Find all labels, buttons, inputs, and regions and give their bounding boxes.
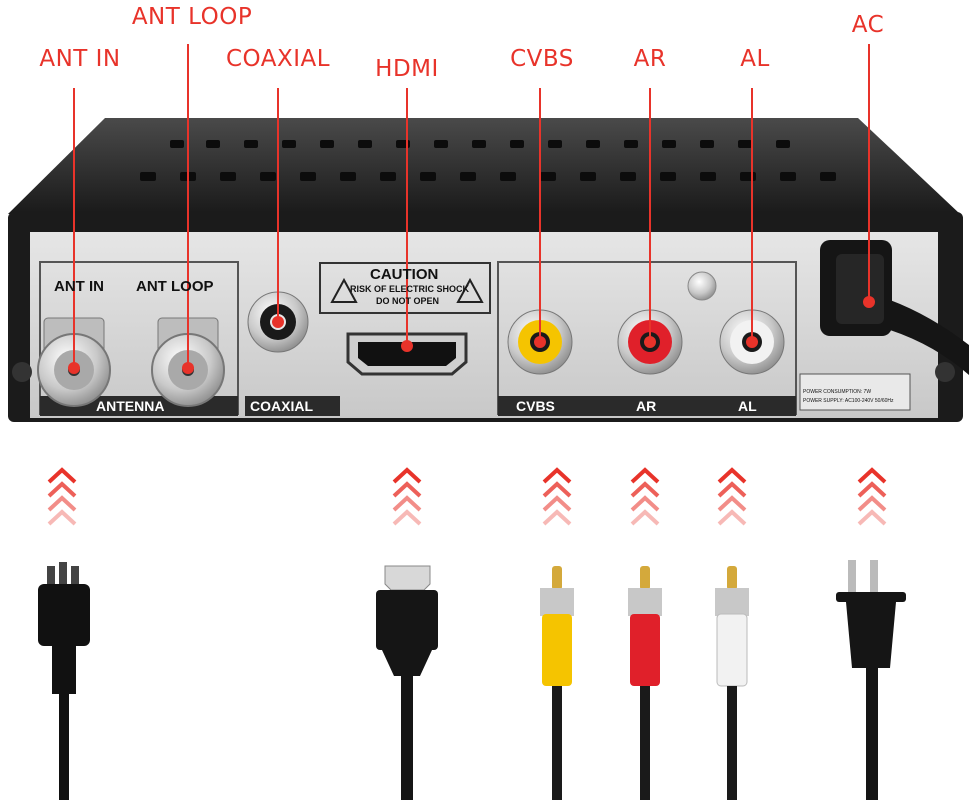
hdmi-dot: [401, 340, 413, 352]
chevron: [630, 495, 660, 512]
arrow-up-icon-ar: [630, 467, 660, 526]
chevron: [47, 509, 77, 526]
chevron: [392, 495, 422, 512]
chevron: [717, 467, 747, 484]
arrow-up-icon-ac: [857, 467, 887, 526]
chevron: [542, 509, 572, 526]
vent-slots: [140, 140, 836, 181]
caution-warning-icon: [330, 277, 358, 303]
power-spec-line-2: POWER SUPPLY: AC100-240V 50/60Hz: [803, 398, 894, 404]
ac-plug-icon: [836, 560, 906, 800]
ar-dot: [644, 336, 656, 348]
chevron: [47, 467, 77, 484]
panel-label-ant-in: ANT IN: [54, 278, 104, 295]
cvbs-dot: [534, 336, 546, 348]
caution-box: [319, 262, 491, 314]
callout-cvbs: CVBS: [510, 46, 574, 72]
callout-al: AL: [740, 46, 770, 72]
chevron: [542, 495, 572, 512]
chevron: [857, 467, 887, 484]
al-leader: [751, 88, 753, 342]
caution-exclaim-icon: [456, 277, 484, 303]
chevron: [392, 509, 422, 526]
power-cord-icon: [820, 240, 969, 375]
chevron: [857, 495, 887, 512]
chevron: [542, 481, 572, 498]
av-tag: [498, 396, 796, 416]
coaxial-tag: [245, 396, 340, 416]
chevron: [630, 467, 660, 484]
ant-loop-leader: [187, 44, 189, 368]
hdmi-plug-icon: [376, 565, 438, 800]
chevron: [717, 481, 747, 498]
ac-dot: [863, 296, 875, 308]
arrow-up-icon-ant: [47, 467, 77, 526]
chevron: [717, 495, 747, 512]
panel-label-ar: AR: [636, 398, 657, 414]
screw-left: [12, 362, 32, 382]
callout-ac: AC: [851, 12, 885, 38]
coaxial-dot: [272, 316, 284, 328]
caution-title: CAUTION: [370, 266, 439, 283]
panel-label-cvbs: CVBS: [516, 398, 555, 414]
ar-plug-icon: [628, 566, 662, 800]
panel-label-coaxial: COAXIAL: [250, 398, 313, 414]
chevron: [392, 467, 422, 484]
ar-leader: [649, 88, 651, 342]
chevron: [47, 495, 77, 512]
f-connector-cable-icon: [38, 562, 90, 800]
ant-loop-dot: [182, 362, 194, 374]
cvbs-plug-icon: [540, 566, 574, 800]
panel-label-antenna: ANTENNA: [96, 398, 165, 414]
ant-in-leader: [73, 88, 75, 368]
arrow-up-icon-hdmi: [392, 467, 422, 526]
arrow-up-icon-cvbs: [542, 467, 572, 526]
panel-label-ant-loop: ANT LOOP: [136, 278, 214, 295]
ant-in-dot: [68, 362, 80, 374]
caution-line-1: RISK OF ELECTRIC SHOCK: [350, 284, 470, 294]
ground-screw: [687, 271, 717, 301]
hdmi-port-icon: [346, 332, 468, 376]
chevron: [630, 509, 660, 526]
chevron: [392, 481, 422, 498]
chevron: [857, 509, 887, 526]
callout-hdmi: HDMI: [375, 56, 439, 82]
caution-line-2: DO NOT OPEN: [376, 296, 440, 306]
chevron: [857, 481, 887, 498]
chevron: [717, 509, 747, 526]
al-plug-icon: [715, 566, 749, 800]
chevron: [542, 467, 572, 484]
panel-label-al: AL: [738, 398, 757, 414]
cvbs-leader: [539, 88, 541, 342]
screw-right: [935, 362, 955, 382]
ac-leader: [868, 44, 870, 302]
chevron: [630, 481, 660, 498]
hdmi-leader: [406, 88, 408, 346]
callout-coaxial: COAXIAL: [225, 46, 331, 72]
chevron: [47, 481, 77, 498]
arrow-up-icon-al: [717, 467, 747, 526]
callout-ar: AR: [633, 46, 667, 72]
al-dot: [746, 336, 758, 348]
power-spec-line-1: POWER CONSUMPTION: 7W: [803, 389, 872, 395]
callout-ant-in: ANT IN: [39, 46, 121, 72]
coaxial-leader: [277, 88, 279, 322]
power-box: [799, 373, 911, 411]
callout-ant-loop: ANT LOOP: [131, 4, 253, 30]
